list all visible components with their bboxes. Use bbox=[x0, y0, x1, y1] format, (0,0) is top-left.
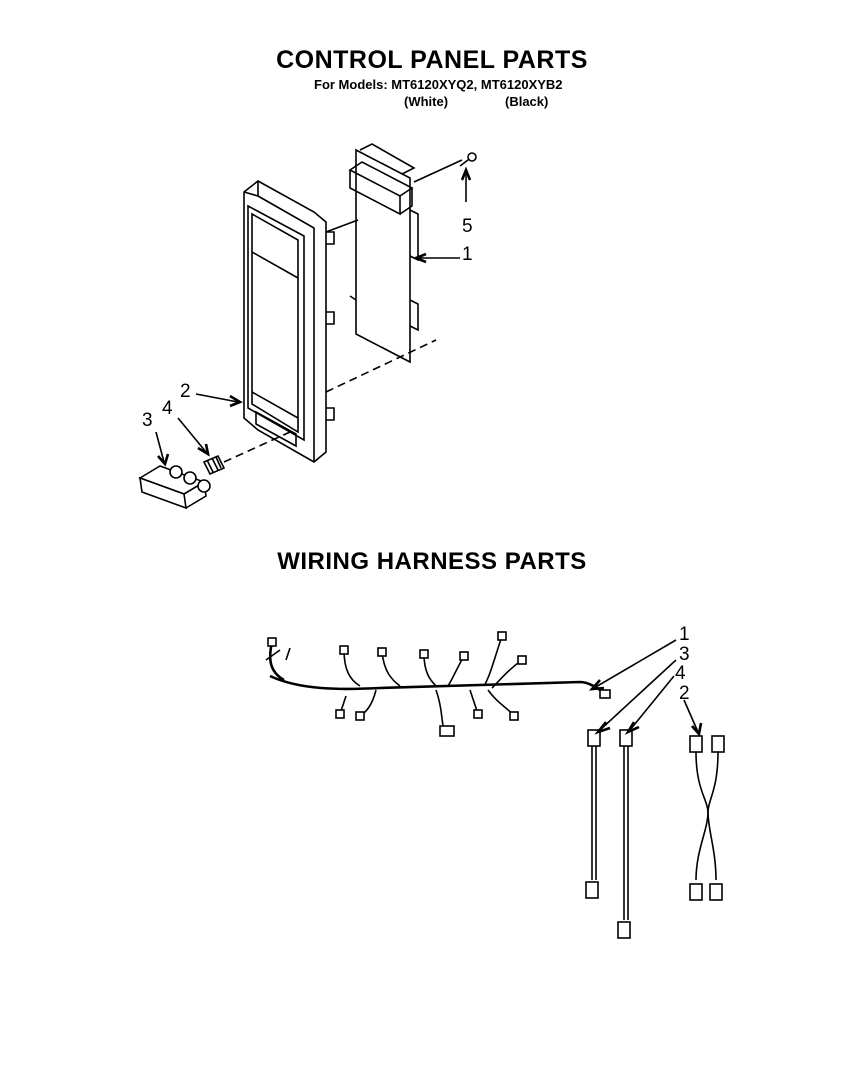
single-wire-jumper-a bbox=[585, 729, 601, 899]
callout-4-spring: 4 bbox=[162, 398, 173, 419]
wiring-harness-leaders bbox=[588, 639, 703, 737]
assembly-lines bbox=[223, 159, 463, 463]
control-panel-frame bbox=[243, 180, 335, 463]
control-panel-parts-title: CONTROL PANEL PARTS bbox=[276, 46, 588, 74]
variant-white-label: (White) bbox=[404, 94, 449, 109]
double-wire-jumper bbox=[689, 735, 725, 901]
pushbutton-set bbox=[138, 465, 211, 510]
callout-1-main-harness: 1 bbox=[679, 624, 690, 645]
pushbutton-spring bbox=[202, 454, 226, 476]
callout-3-jumper-a: 3 bbox=[679, 644, 690, 665]
control-board bbox=[348, 143, 419, 364]
models-line: For Models: MT6120XYQ2, MT6120XYB2 bbox=[314, 77, 563, 92]
variant-black-label: (Black) bbox=[505, 94, 549, 109]
callout-5-screw: 5 bbox=[462, 216, 473, 237]
main-harness bbox=[265, 631, 611, 737]
callout-4-jumper-b: 4 bbox=[675, 663, 686, 684]
control-panel-leaders bbox=[155, 166, 472, 467]
wiring-harness-parts-title: WIRING HARNESS PARTS bbox=[277, 548, 587, 575]
single-wire-jumper-b bbox=[617, 729, 633, 939]
callout-2-control-panel: 2 bbox=[180, 381, 191, 402]
callout-3-pushbuttons: 3 bbox=[142, 410, 153, 431]
callout-1-control-board: 1 bbox=[462, 244, 473, 265]
callout-2-double-jumper: 2 bbox=[679, 683, 690, 704]
screw bbox=[459, 152, 477, 167]
